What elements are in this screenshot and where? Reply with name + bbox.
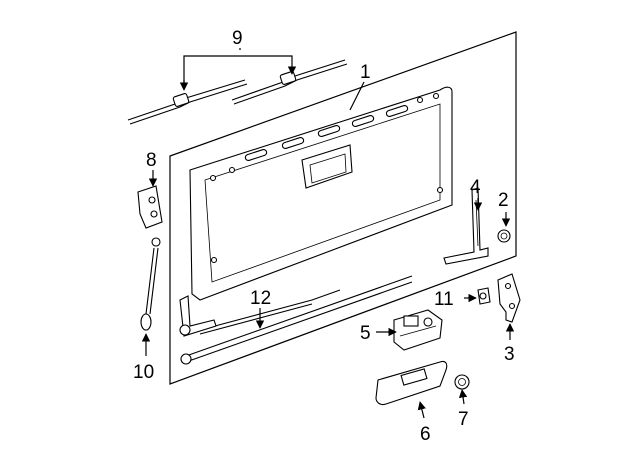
support-cable [140,237,161,331]
callout-2: 2 [498,190,509,211]
tailgate-panel [189,86,453,301]
callout-5: 5 [360,323,371,344]
handle-mechanism [393,309,443,351]
bolt [477,287,491,305]
callout-12: 12 [250,288,271,309]
lock-cylinder [454,374,470,390]
lower-left-bracket [179,295,217,337]
callout-10: 10 [133,362,154,383]
hinge-bracket [137,185,163,229]
callout-7: 7 [458,409,469,430]
callout-3: 3 [504,344,515,365]
callout-6: 6 [420,424,431,445]
callout-11: 11 [434,289,454,310]
cable-assembly [127,59,348,125]
handle-bezel [375,360,448,406]
callout-9: 9 [232,28,243,49]
callout-8: 8 [146,150,157,171]
latch-rod [180,275,413,365]
callout-1: 1 [360,62,371,83]
bumper [497,229,511,243]
leader-lines [141,48,515,419]
group-outline-panel [169,31,517,385]
callout-4: 4 [470,177,481,198]
latch-bracket [497,273,521,323]
